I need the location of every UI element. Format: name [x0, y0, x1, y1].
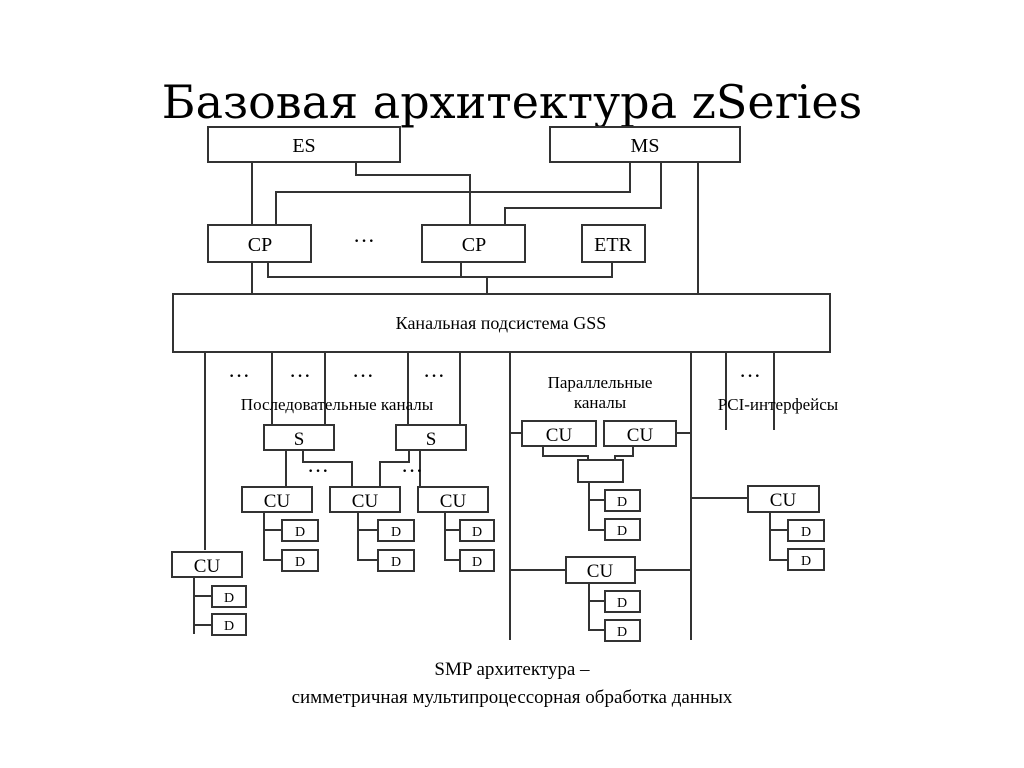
device-box: [459, 519, 495, 542]
cu-box-1: [241, 486, 313, 513]
cu-label: CU: [194, 556, 221, 577]
device-box: [787, 548, 825, 571]
device-box: [604, 489, 641, 512]
cp-right-box: [421, 224, 526, 263]
serial-channels-label: Последовательные каналы: [241, 395, 434, 414]
cu-label: CU: [264, 491, 291, 512]
device-label: D: [295, 555, 305, 570]
es-box: [207, 126, 401, 163]
serial-ellipsis: ···: [289, 363, 311, 388]
device-label: D: [617, 625, 627, 640]
cp-ellipsis: ···: [353, 228, 375, 253]
switch-ellipsis: ···: [307, 458, 329, 483]
cu-box-pci: [747, 485, 820, 513]
device-box: [211, 613, 247, 636]
etr-label: ETR: [594, 234, 632, 256]
device-label: D: [801, 525, 811, 540]
device-label: D: [617, 495, 627, 510]
slide-title: Базовая архитектура zSeries: [161, 75, 863, 129]
switch-right-box: [395, 424, 467, 451]
device-label: D: [391, 555, 401, 570]
device-label: D: [617, 596, 627, 611]
cu-box-parallel-3: [565, 556, 636, 584]
device-label: D: [617, 524, 627, 539]
switch-left-box: [263, 424, 335, 451]
device-box: [211, 585, 247, 608]
device-label: D: [391, 525, 401, 540]
es-label: ES: [292, 135, 315, 157]
cp-left-box: [207, 224, 312, 263]
serial-ellipsis: ···: [423, 363, 445, 388]
caption: SMP архитектура – симметричная мультипро…: [0, 656, 1024, 712]
cu-label: CU: [352, 491, 379, 512]
cu-label: CU: [627, 425, 654, 446]
device-box: [604, 619, 641, 642]
device-box: [459, 549, 495, 572]
serial-ellipsis: ···: [352, 363, 374, 388]
pci-ellipsis: ···: [739, 363, 761, 388]
device-label: D: [801, 554, 811, 569]
device-box: [787, 519, 825, 542]
cu-label: CU: [770, 490, 797, 511]
cp-right-label: CP: [462, 234, 486, 256]
etr-box: [581, 224, 646, 263]
gss-box: [172, 293, 831, 353]
cu-label: CU: [587, 561, 614, 582]
pci-interfaces-label: PCI-интерфейсы: [718, 395, 839, 414]
device-box: [377, 549, 415, 572]
switch-ellipsis: ···: [401, 458, 423, 483]
cu-box-2: [329, 486, 401, 513]
switch-left-label: S: [294, 429, 305, 450]
ms-label: MS: [631, 135, 660, 157]
ms-box: [549, 126, 741, 163]
serial-ellipsis: ···: [228, 363, 250, 388]
cu-box-serial-far: [171, 551, 243, 578]
cu-label: CU: [546, 425, 573, 446]
switch-right-label: S: [426, 429, 437, 450]
cu-box-parallel-2: [603, 420, 677, 447]
caption-line-1: SMP архитектура –: [434, 659, 590, 680]
cu-label: CU: [440, 491, 467, 512]
architecture-diagram: ES MS CP ··· CP ETR Канальная подсистема…: [171, 126, 839, 642]
cu-box-parallel-1: [521, 420, 597, 447]
parallel-channels-label-2: каналы: [574, 393, 627, 412]
device-label: D: [224, 591, 234, 606]
device-box: [377, 519, 415, 542]
device-box: [604, 518, 641, 541]
device-box: [281, 519, 319, 542]
device-box: [604, 590, 641, 613]
cu-box-3: [417, 486, 489, 513]
device-label: D: [295, 525, 305, 540]
parallel-channels-label-1: Параллельные: [548, 373, 653, 392]
gss-label: Канальная подсистема GSS: [396, 313, 607, 333]
parallel-control-box: [577, 459, 624, 483]
caption-line-2: симметричная мультипроцессорная обработк…: [291, 687, 733, 708]
device-label: D: [472, 525, 482, 540]
device-box: [281, 549, 319, 572]
device-label: D: [472, 555, 482, 570]
cp-left-label: CP: [248, 234, 272, 256]
device-label: D: [224, 619, 234, 634]
